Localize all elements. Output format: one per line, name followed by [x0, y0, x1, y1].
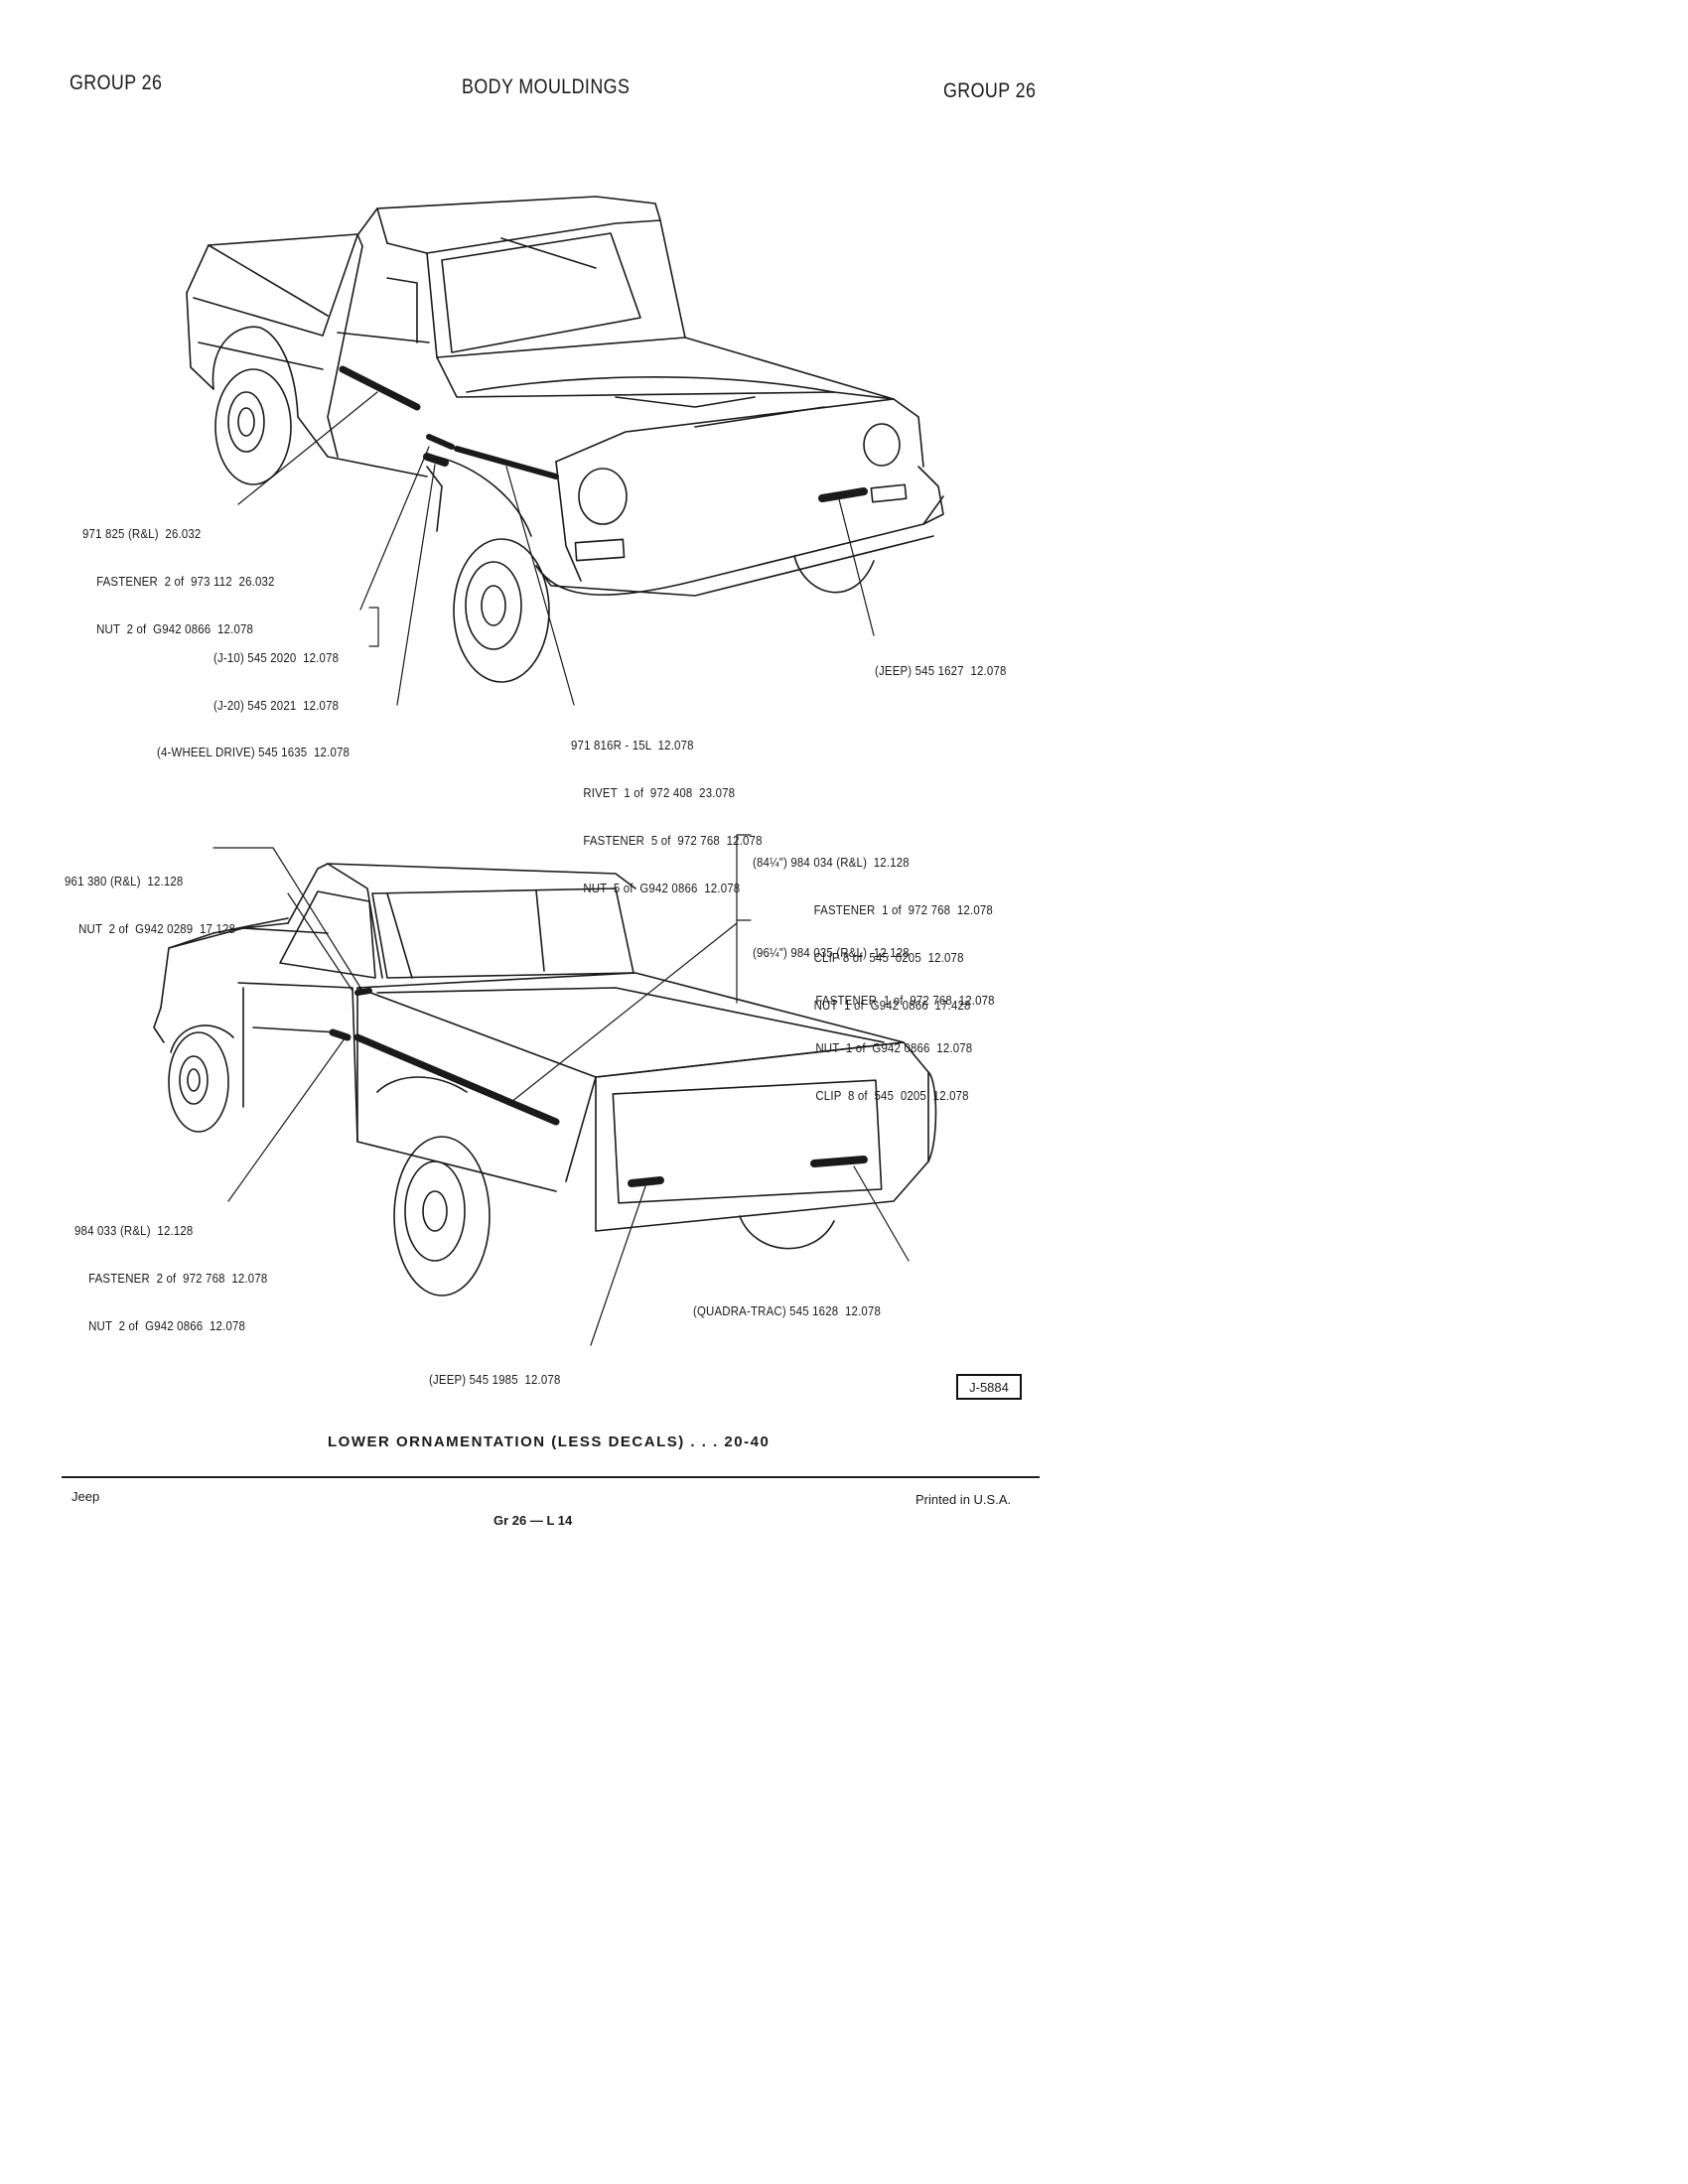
callout-j10-j20: (J-10) 545 2020 12.078 (J-20) 545 2021 1… — [213, 618, 339, 730]
callout-jeep-rear: (JEEP) 545 1985 12.078 — [429, 1340, 561, 1404]
callout-line: RIVET 1 of 972 408 23.078 — [583, 785, 736, 800]
callout-line: 984 033 (R&L) 12.128 — [74, 1223, 194, 1238]
callout-line: (JEEP) 545 1627 12.078 — [875, 663, 1007, 678]
callout-line: NUT 1 of G942 0866 17.428 — [813, 998, 971, 1013]
callout-4wd: (4-WHEEL DRIVE) 545 1635 12.078 — [157, 713, 350, 776]
footer-printed: Printed in U.S.A. — [915, 1492, 1012, 1507]
truck-illustrations — [153, 196, 944, 1346]
callout-line: FASTENER 2 of 972 768 12.078 — [88, 1271, 268, 1286]
callout-line: (J-20) 545 2021 12.078 — [213, 698, 340, 713]
callout-971825: 971 825 (R&L) 26.032 FASTENER 2 of 973 1… — [82, 494, 275, 653]
callout-line: NUT 2 of G942 0289 17.128 — [78, 921, 236, 936]
callout-line: NUT 1 of G942 0866 12.078 — [815, 1040, 973, 1055]
callout-line: FASTENER 2 of 973 112 26.032 — [96, 574, 275, 589]
callout-984033: 984 033 (R&L) 12.128 FASTENER 2 of 972 7… — [74, 1191, 267, 1350]
front-truck-drawing — [186, 196, 944, 683]
callout-line: NUT 5 of G942 0866 12.078 — [583, 881, 741, 895]
footer-brand: Jeep — [71, 1489, 100, 1504]
callout-line: CLIP 8 of 545 0205 12.078 — [813, 950, 964, 965]
callout-line: (JEEP) 545 1985 12.078 — [429, 1372, 561, 1387]
rear-truck-drawing — [153, 863, 937, 1297]
rear-leader-lines — [212, 834, 910, 1346]
group-label-right: GROUP 26 — [943, 79, 1037, 102]
callout-line: FASTENER 5 of 972 768 12.078 — [583, 833, 763, 848]
section-caption: LOWER ORNAMENTATION (LESS DECALS) . . . … — [328, 1433, 771, 1450]
callout-line: (4-WHEEL DRIVE) 545 1635 12.078 — [157, 745, 351, 759]
callout-line: 971 816R - 15L 12.078 — [571, 738, 694, 752]
callout-line: (J-10) 545 2020 12.078 — [213, 650, 340, 665]
front-leader-lines — [237, 391, 875, 706]
figure-reference: J-5884 — [956, 1374, 1022, 1400]
callout-971816: 971 816R - 15L 12.078 RIVET 1 of 972 408… — [571, 706, 763, 912]
callout-961380: 961 380 (R&L) 12.128 NUT 2 of G942 0289 … — [65, 842, 235, 953]
callout-line: (96¼") 984 035 (R&L) 12.128 — [753, 945, 910, 960]
callout-line: FASTENER 1 of 972 768 12.078 — [815, 993, 995, 1008]
callout-line: 971 825 (R&L) 26.032 — [82, 526, 202, 541]
callout-line: 961 380 (R&L) 12.128 — [65, 874, 184, 888]
callout-line: CLIP 8 of 545 0205 12.078 — [815, 1088, 969, 1103]
callout-jeep-front: (JEEP) 545 1627 12.078 — [875, 631, 1007, 695]
callout-quadra-trac: (QUADRA-TRAC) 545 1628 12.078 — [693, 1272, 881, 1335]
callout-line: NUT 2 of G942 0866 12.078 — [88, 1318, 246, 1333]
callout-line: (84¼") 984 034 (R&L) 12.128 — [753, 855, 910, 870]
callout-line: (QUADRA-TRAC) 545 1628 12.078 — [693, 1303, 882, 1318]
callout-line: FASTENER 1 of 972 768 12.078 — [813, 902, 993, 917]
group-label-left: GROUP 26 — [70, 71, 163, 94]
footer-divider — [62, 1476, 1040, 1478]
page-title: BODY MOULDINGS — [462, 75, 631, 98]
callout-984034: (84¼") 984 034 (R&L) 12.128 FASTENER 1 o… — [753, 823, 993, 1029]
callout-984035: (96¼") 984 035 (R&L) 12.128 FASTENER 1 o… — [753, 913, 995, 1120]
page-number: Gr 26 — L 14 — [493, 1513, 573, 1528]
callout-line: NUT 2 of G942 0866 12.078 — [96, 621, 254, 636]
